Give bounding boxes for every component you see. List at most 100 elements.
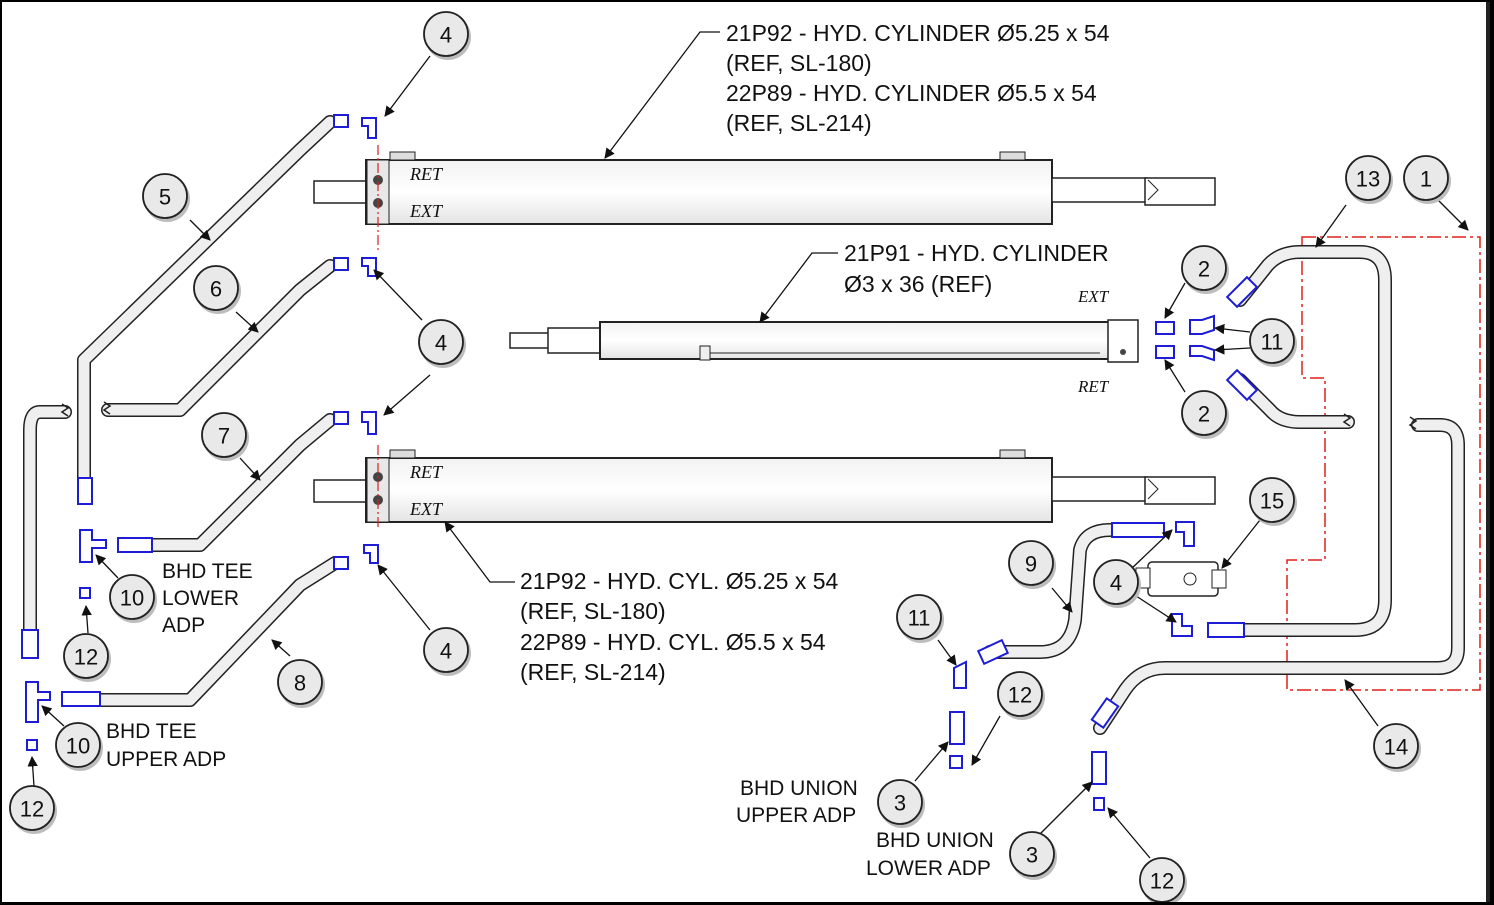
item-balloon-4: 4 <box>418 319 466 368</box>
callouts: 21P92 - HYD. CYLINDER Ø5.25 x 54 (REF, S… <box>520 20 1110 685</box>
cyl-bot-line3: 22P89 - HYD. CYL. Ø5.5 x 54 <box>520 629 826 655</box>
phantom-boundary <box>1286 236 1481 691</box>
item-balloon-number: 4 <box>1110 571 1122 596</box>
bhd-tee-lower-3: ADP <box>162 614 205 637</box>
item-balloon-9: 9 <box>1008 540 1056 589</box>
item-balloon-10: 10 <box>55 722 103 771</box>
item-balloon-4: 4 <box>423 11 471 60</box>
item-balloon-1: 1 <box>1403 155 1451 204</box>
bhd-union-upper-1: BHD UNION <box>740 777 858 800</box>
port-label-ret-bottom: RET <box>409 462 444 482</box>
fittings <box>21 114 1259 811</box>
item-balloon-number: 9 <box>1025 552 1037 577</box>
item-balloon-number: 2 <box>1198 257 1210 282</box>
item-balloon-14: 14 <box>1373 723 1421 772</box>
cyl-top-line3: 22P89 - HYD. CYLINDER Ø5.5 x 54 <box>726 80 1097 106</box>
item-balloon-4: 4 <box>423 627 471 676</box>
item-balloon-6: 6 <box>193 265 241 314</box>
item-balloon-number: 1 <box>1420 167 1432 192</box>
part-notes: BHD TEE LOWER ADP BHD TEE UPPER ADP BHD … <box>106 560 994 880</box>
cyl-top-line2: (REF, SL-180) <box>726 50 872 76</box>
item-balloon-number: 14 <box>1384 735 1408 760</box>
cyl-top-line4: (REF, SL-214) <box>726 110 872 136</box>
leader-lines <box>27 55 1469 859</box>
item-balloon-number: 13 <box>1356 167 1380 192</box>
item-balloon-8: 8 <box>277 659 325 708</box>
cyl-mid-line2: Ø3 x 36 (REF) <box>844 271 992 297</box>
item-balloon-number: 15 <box>1260 489 1284 514</box>
item-balloon-number: 2 <box>1198 402 1210 427</box>
valve-15 <box>1135 561 1227 597</box>
tee-fitting-lower <box>79 529 107 563</box>
bhd-tee-lower-1: BHD TEE <box>162 560 253 583</box>
item-balloon-7: 7 <box>201 412 249 461</box>
item-balloon-number: 12 <box>20 797 44 822</box>
bhd-tee-lower-2: LOWER <box>162 587 239 610</box>
elbow-fitting <box>361 117 377 139</box>
item-balloon-10: 10 <box>109 574 157 623</box>
port-label-ext-bottom: EXT <box>409 499 444 519</box>
item-balloon-13: 13 <box>1345 155 1393 204</box>
item-balloon-number: 4 <box>435 331 447 356</box>
hoses <box>23 115 1465 735</box>
item-balloon-11: 11 <box>1249 318 1297 367</box>
item-balloon-3: 3 <box>877 779 925 828</box>
hose-end-fitting <box>333 556 349 570</box>
cylinder-top: RET EXT <box>313 145 1216 250</box>
item-balloon-number: 12 <box>74 645 98 670</box>
item-balloon-number: 5 <box>159 185 171 210</box>
item-balloon-number: 11 <box>1261 330 1284 355</box>
hose-end-fitting <box>333 114 349 128</box>
item-balloon-number: 6 <box>210 277 222 302</box>
item-balloon-number: 12 <box>1150 869 1174 894</box>
item-balloon-number: 4 <box>440 23 452 48</box>
bhd-tee-upper-1: BHD TEE <box>106 720 197 743</box>
item-balloon-number: 11 <box>908 606 931 631</box>
cylinder-bottom: RET EXT <box>313 445 1216 530</box>
item-balloon-4: 4 <box>1093 559 1141 608</box>
item-balloon-3: 3 <box>1009 831 1057 880</box>
item-balloon-12: 12 <box>9 785 57 834</box>
port-label-ret-top: RET <box>409 164 444 184</box>
item-balloon-12: 12 <box>63 633 111 682</box>
tee-fitting-upper <box>25 681 51 723</box>
item-balloon-2: 2 <box>1181 390 1229 439</box>
cylinder-mid: EXT RET <box>509 287 1139 396</box>
item-balloon-2: 2 <box>1181 245 1229 294</box>
callout-leaders <box>444 31 838 583</box>
item-balloon-number: 7 <box>218 424 230 449</box>
item-balloon-number: 4 <box>440 639 452 664</box>
item-balloon-number: 8 <box>294 671 306 696</box>
break-marks <box>60 401 1418 430</box>
bhd-union-lower-2: LOWER ADP <box>866 857 991 880</box>
cyl-mid-line1: 21P91 - HYD. CYLINDER <box>844 240 1109 266</box>
port-label-ext-mid: EXT <box>1077 287 1110 306</box>
port-label-ret-mid: RET <box>1077 377 1110 396</box>
elbow-fitting <box>361 411 377 435</box>
item-balloon-number: 3 <box>1026 843 1038 868</box>
item-balloon-11: 11 <box>896 594 944 643</box>
elbow-fitting <box>363 544 379 564</box>
hose-end-fitting <box>333 257 349 271</box>
bhd-union-lower-1: BHD UNION <box>876 829 994 852</box>
item-balloon-number: 10 <box>66 734 90 759</box>
item-balloon-12: 12 <box>997 671 1045 720</box>
item-balloon-number: 3 <box>894 791 906 816</box>
bhd-union-upper-2: UPPER ADP <box>736 804 856 827</box>
cyl-top-line1: 21P92 - HYD. CYLINDER Ø5.25 x 54 <box>726 20 1110 46</box>
item-balloon-number: 12 <box>1008 683 1032 708</box>
hose-9 <box>983 523 1117 659</box>
port-label-ext-top: EXT <box>409 201 444 221</box>
item-balloon-15: 15 <box>1249 477 1297 526</box>
hose-13 <box>1223 245 1392 637</box>
cyl-bot-line1: 21P92 - HYD. CYL. Ø5.25 x 54 <box>520 568 839 594</box>
item-balloon-number: 10 <box>120 586 144 611</box>
cyl-bot-line2: (REF, SL-180) <box>520 598 666 624</box>
item-balloon-5: 5 <box>142 173 190 222</box>
elbow-fitting <box>361 257 377 277</box>
hose-end-fitting <box>333 411 349 425</box>
